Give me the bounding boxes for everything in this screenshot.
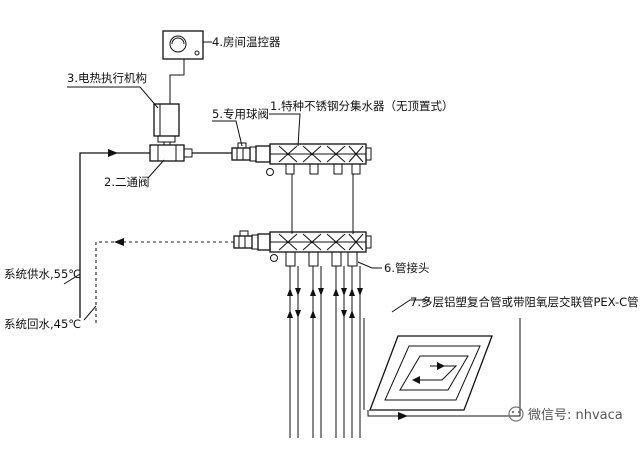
two-way-valve [149,142,193,162]
two-way-valve-label: 2.二通阀 [104,175,149,189]
ball-valve-label: 5.专用球阀 [212,107,269,121]
leader-lines [67,41,430,313]
actuator-label: 3.电热执行机构 [67,71,147,85]
return-pipe [83,238,234,326]
thermostat-label: 4.房间温控器 [212,35,281,49]
manifold-label: 1.特种不锈钢分集水器（无顶置式） [270,99,453,113]
loop-pipes [287,266,363,438]
return-manifold [257,231,372,267]
electric-actuator [153,103,180,143]
supply-label: 系统供水,55℃ [4,267,81,281]
watermark-text: 微信号: nhvaca [528,408,623,423]
supply-pipe [63,149,232,318]
return-label: 系统回水,45℃ [4,317,81,331]
thermostat-wire [169,59,185,104]
return-flow-arrow [114,238,124,246]
lower-ball-valve [233,230,259,250]
supply-flow-arrow [108,149,118,157]
wechat-watermark: 微信号: nhvaca [508,406,623,423]
pipe-label: 7.多层铝塑复合管或带阻氧层交联管PEX-C管 [410,295,639,309]
room-thermostat [162,30,204,60]
upper-ball-valve [231,142,257,162]
fitting-label: 6.管接头 [384,261,429,275]
floor-heating-coil [363,318,521,420]
wechat-icon [508,406,524,422]
supply-manifold [255,143,372,176]
